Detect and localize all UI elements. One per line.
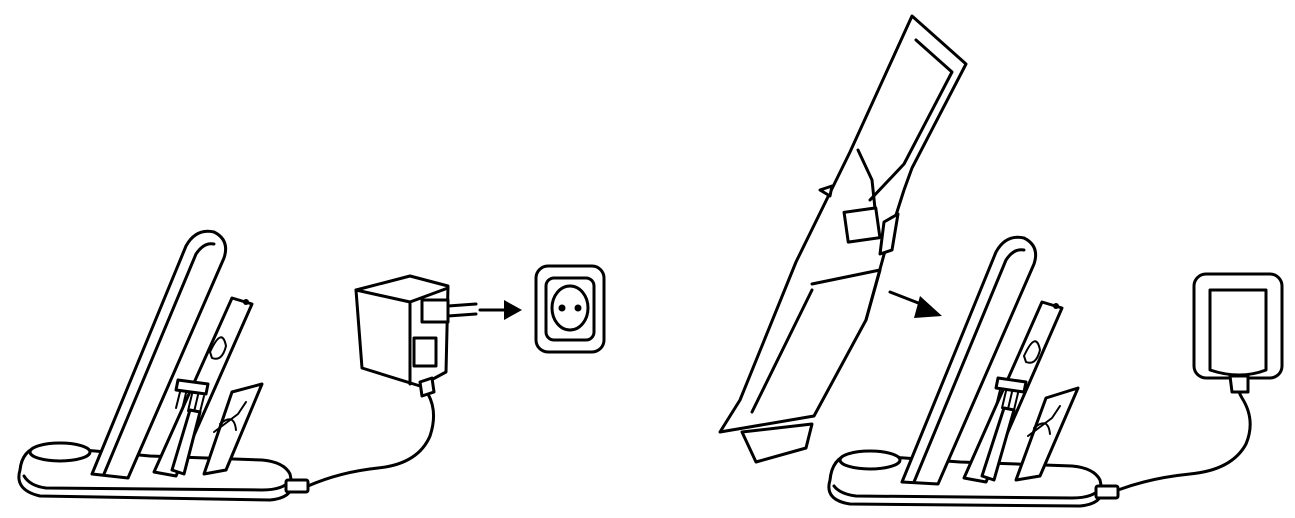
arrow-right-icon — [478, 300, 522, 320]
dock-back-plate — [90, 229, 228, 480]
charging-dock-right — [827, 235, 1120, 508]
upholstery-tool — [202, 382, 264, 476]
power-adapter-left — [354, 274, 478, 398]
arrow-down-right-icon — [888, 290, 942, 318]
dock-cable-plug — [284, 478, 310, 494]
cable-right — [1116, 376, 1252, 492]
handheld-vacuum — [718, 14, 968, 464]
cable-left — [306, 378, 435, 488]
brush-icon-right — [980, 376, 1028, 482]
brush-icon — [170, 378, 210, 476]
dock-cup — [28, 441, 92, 463]
charging-dock-left — [17, 229, 310, 502]
power-adapter-right — [1192, 272, 1284, 394]
panel-right — [718, 14, 1284, 508]
plug-icon — [420, 298, 478, 324]
panel-left — [17, 229, 606, 502]
socket-icon — [534, 264, 606, 354]
